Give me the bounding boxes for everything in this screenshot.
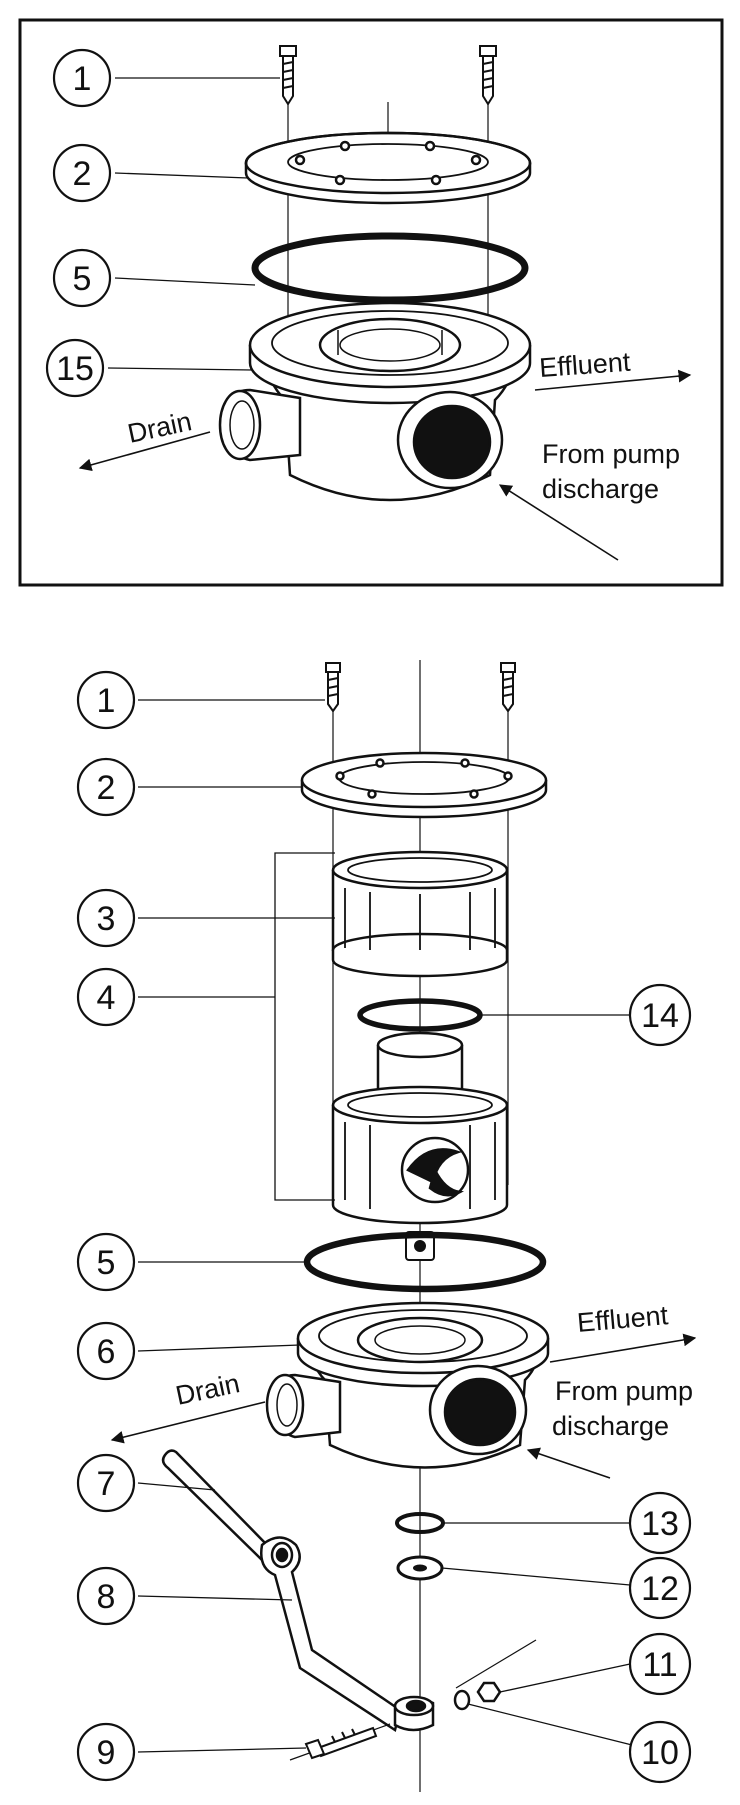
- svg-text:2: 2: [73, 155, 92, 193]
- callout-15-top: 15: [45, 338, 253, 398]
- callout-2-top: 2: [52, 143, 249, 203]
- svg-text:10: 10: [641, 1734, 679, 1772]
- svg-text:9: 9: [97, 1734, 116, 1772]
- callout-8-bottom: 8: [76, 1566, 293, 1626]
- o-ring: [251, 232, 529, 304]
- callout-10-bottom: 10: [467, 1703, 692, 1784]
- from-pump-label: From pump: [542, 439, 680, 469]
- from-pump-label: From pump: [555, 1376, 693, 1406]
- callout-14-bottom: 14: [480, 983, 692, 1047]
- effluent-label: Effluent: [538, 347, 631, 383]
- lock-washer: [453, 1689, 471, 1711]
- drain-label: Drain: [125, 406, 194, 449]
- svg-text:5: 5: [73, 260, 92, 298]
- washer: [396, 1555, 444, 1581]
- top-diagram-frame: [18, 18, 724, 587]
- svg-text:3: 3: [97, 900, 116, 938]
- callout-9-bottom: 9: [76, 1722, 307, 1782]
- pump-discharge-arrow: [526, 1447, 611, 1479]
- callout-4-bottom: 4: [76, 852, 335, 1201]
- callout-1-bottom: 1: [76, 670, 325, 730]
- svg-text:1: 1: [97, 682, 116, 720]
- svg-text:11: 11: [642, 1646, 677, 1684]
- bottom-diagram: Effluent Drain From pump discharge: [76, 660, 697, 1792]
- svg-text:5: 5: [97, 1244, 116, 1282]
- drain-arrow: [78, 431, 211, 472]
- effluent-label: Effluent: [576, 1300, 670, 1338]
- callout-7-bottom: 7: [76, 1453, 216, 1513]
- drain-label: Drain: [173, 1368, 242, 1411]
- svg-text:14: 14: [641, 997, 679, 1035]
- pump-discharge-arrow: [498, 484, 619, 561]
- bolt-left: [279, 45, 297, 106]
- lower-cage: [331, 1031, 509, 1225]
- callout-11-bottom: 11: [499, 1632, 692, 1696]
- callout-6-bottom: 6: [76, 1321, 301, 1381]
- svg-text:1: 1: [73, 60, 92, 98]
- upper-cage: [331, 850, 509, 978]
- top-cover-ring: [300, 751, 548, 819]
- bolt-right: [479, 45, 497, 106]
- drain-arrow: [110, 1401, 266, 1444]
- effluent-arrow: [534, 369, 692, 391]
- callout-3-bottom: 3: [76, 888, 335, 948]
- callout-5-top: 5: [52, 248, 256, 308]
- bolt-right: [500, 662, 516, 713]
- discharge-label: discharge: [542, 474, 659, 504]
- svg-text:8: 8: [97, 1578, 116, 1616]
- svg-text:15: 15: [56, 350, 94, 388]
- svg-text:4: 4: [97, 979, 116, 1017]
- svg-text:7: 7: [97, 1465, 116, 1503]
- hardware-axis-line: [455, 1639, 537, 1689]
- svg-text:2: 2: [97, 769, 116, 807]
- svg-text:12: 12: [641, 1570, 679, 1608]
- discharge-label: discharge: [552, 1411, 669, 1441]
- effluent-arrow: [549, 1333, 697, 1363]
- callout-12-bottom: 12: [441, 1556, 692, 1620]
- handle-assembly: [161, 1449, 435, 1733]
- callout-5-bottom: 5: [76, 1232, 308, 1292]
- top-diagram: Effluent Drain From pump discharge 1 2 5…: [18, 18, 724, 587]
- callout-13-bottom: 13: [443, 1491, 692, 1555]
- callout-2-bottom: 2: [76, 757, 303, 817]
- top-cover-ring: [244, 131, 532, 205]
- bolt-left: [325, 662, 341, 713]
- callout-1-top: 1: [52, 48, 280, 108]
- valve-body: [265, 1301, 550, 1469]
- handle-bolt: [289, 1723, 391, 1761]
- svg-text:13: 13: [641, 1505, 679, 1543]
- hex-nut: [476, 1681, 502, 1703]
- svg-text:6: 6: [97, 1333, 116, 1371]
- valve-body: [218, 301, 532, 502]
